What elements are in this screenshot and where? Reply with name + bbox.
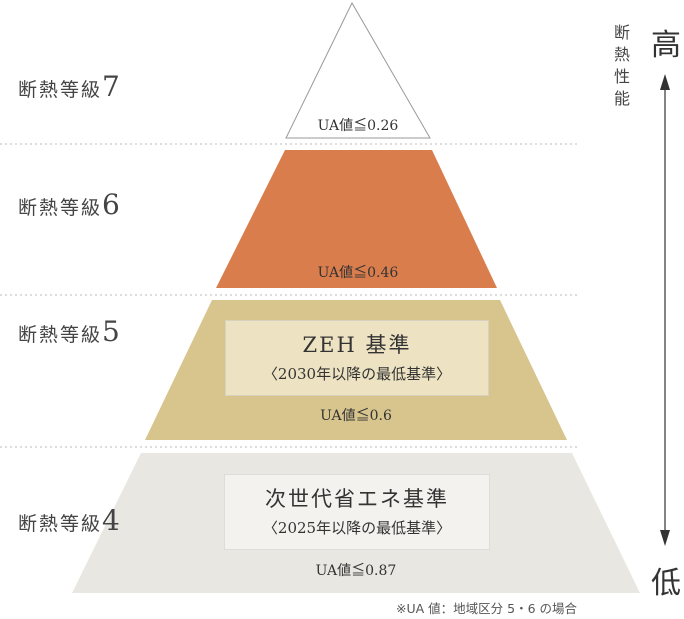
arrow-up-icon — [660, 74, 670, 90]
level-number: 6 — [102, 188, 120, 221]
ua-value-6: UA値≦0.46 — [317, 265, 399, 281]
zeh-title: ZEH 基準 — [302, 333, 412, 357]
axis-low-label: 低 — [651, 566, 681, 601]
level-number: 5 — [102, 315, 120, 348]
level-6-label: 断熱等級6 — [18, 188, 120, 221]
level-4-label: 断熱等級4 — [18, 504, 120, 537]
ua-value-5: UA値≦0.6 — [320, 408, 392, 424]
energy-saving-standard-box: 次世代省エネ基準 〈2025年以降の最低基準〉 — [224, 474, 490, 550]
level-label-text: 断熱等級 — [18, 197, 103, 219]
tier-6-trapezoid — [216, 150, 497, 288]
ua-value-7: UA値≦0.26 — [317, 118, 399, 134]
axis-high-label: 高 — [651, 28, 681, 63]
energy-saving-title: 次世代省エネ基準 — [265, 487, 449, 511]
footnote: ※UA 値：地域区分 5・6 の場合 — [396, 601, 578, 616]
level-label-text: 断熱等級 — [18, 324, 103, 346]
axis-label: 断熱性能 — [614, 23, 631, 108]
tier-7-triangle — [285, 1, 431, 139]
level-label-text: 断熱等級 — [18, 513, 103, 535]
energy-saving-subtitle: 〈2025年以降の最低基準〉 — [262, 519, 452, 537]
arrow-down-icon — [660, 530, 670, 546]
level-label-text: 断熱等級 — [18, 79, 103, 101]
zeh-subtitle: 〈2030年以降の最低基準〉 — [262, 365, 452, 383]
level-number: 7 — [102, 70, 120, 103]
level-7-label: 断熱等級7 — [18, 70, 120, 103]
level-number: 4 — [102, 504, 120, 537]
ua-value-4: UA値≦0.87 — [315, 563, 397, 579]
level-5-label: 断熱等級5 — [18, 315, 120, 348]
zeh-standard-box: ZEH 基準 〈2030年以降の最低基準〉 — [225, 320, 489, 396]
